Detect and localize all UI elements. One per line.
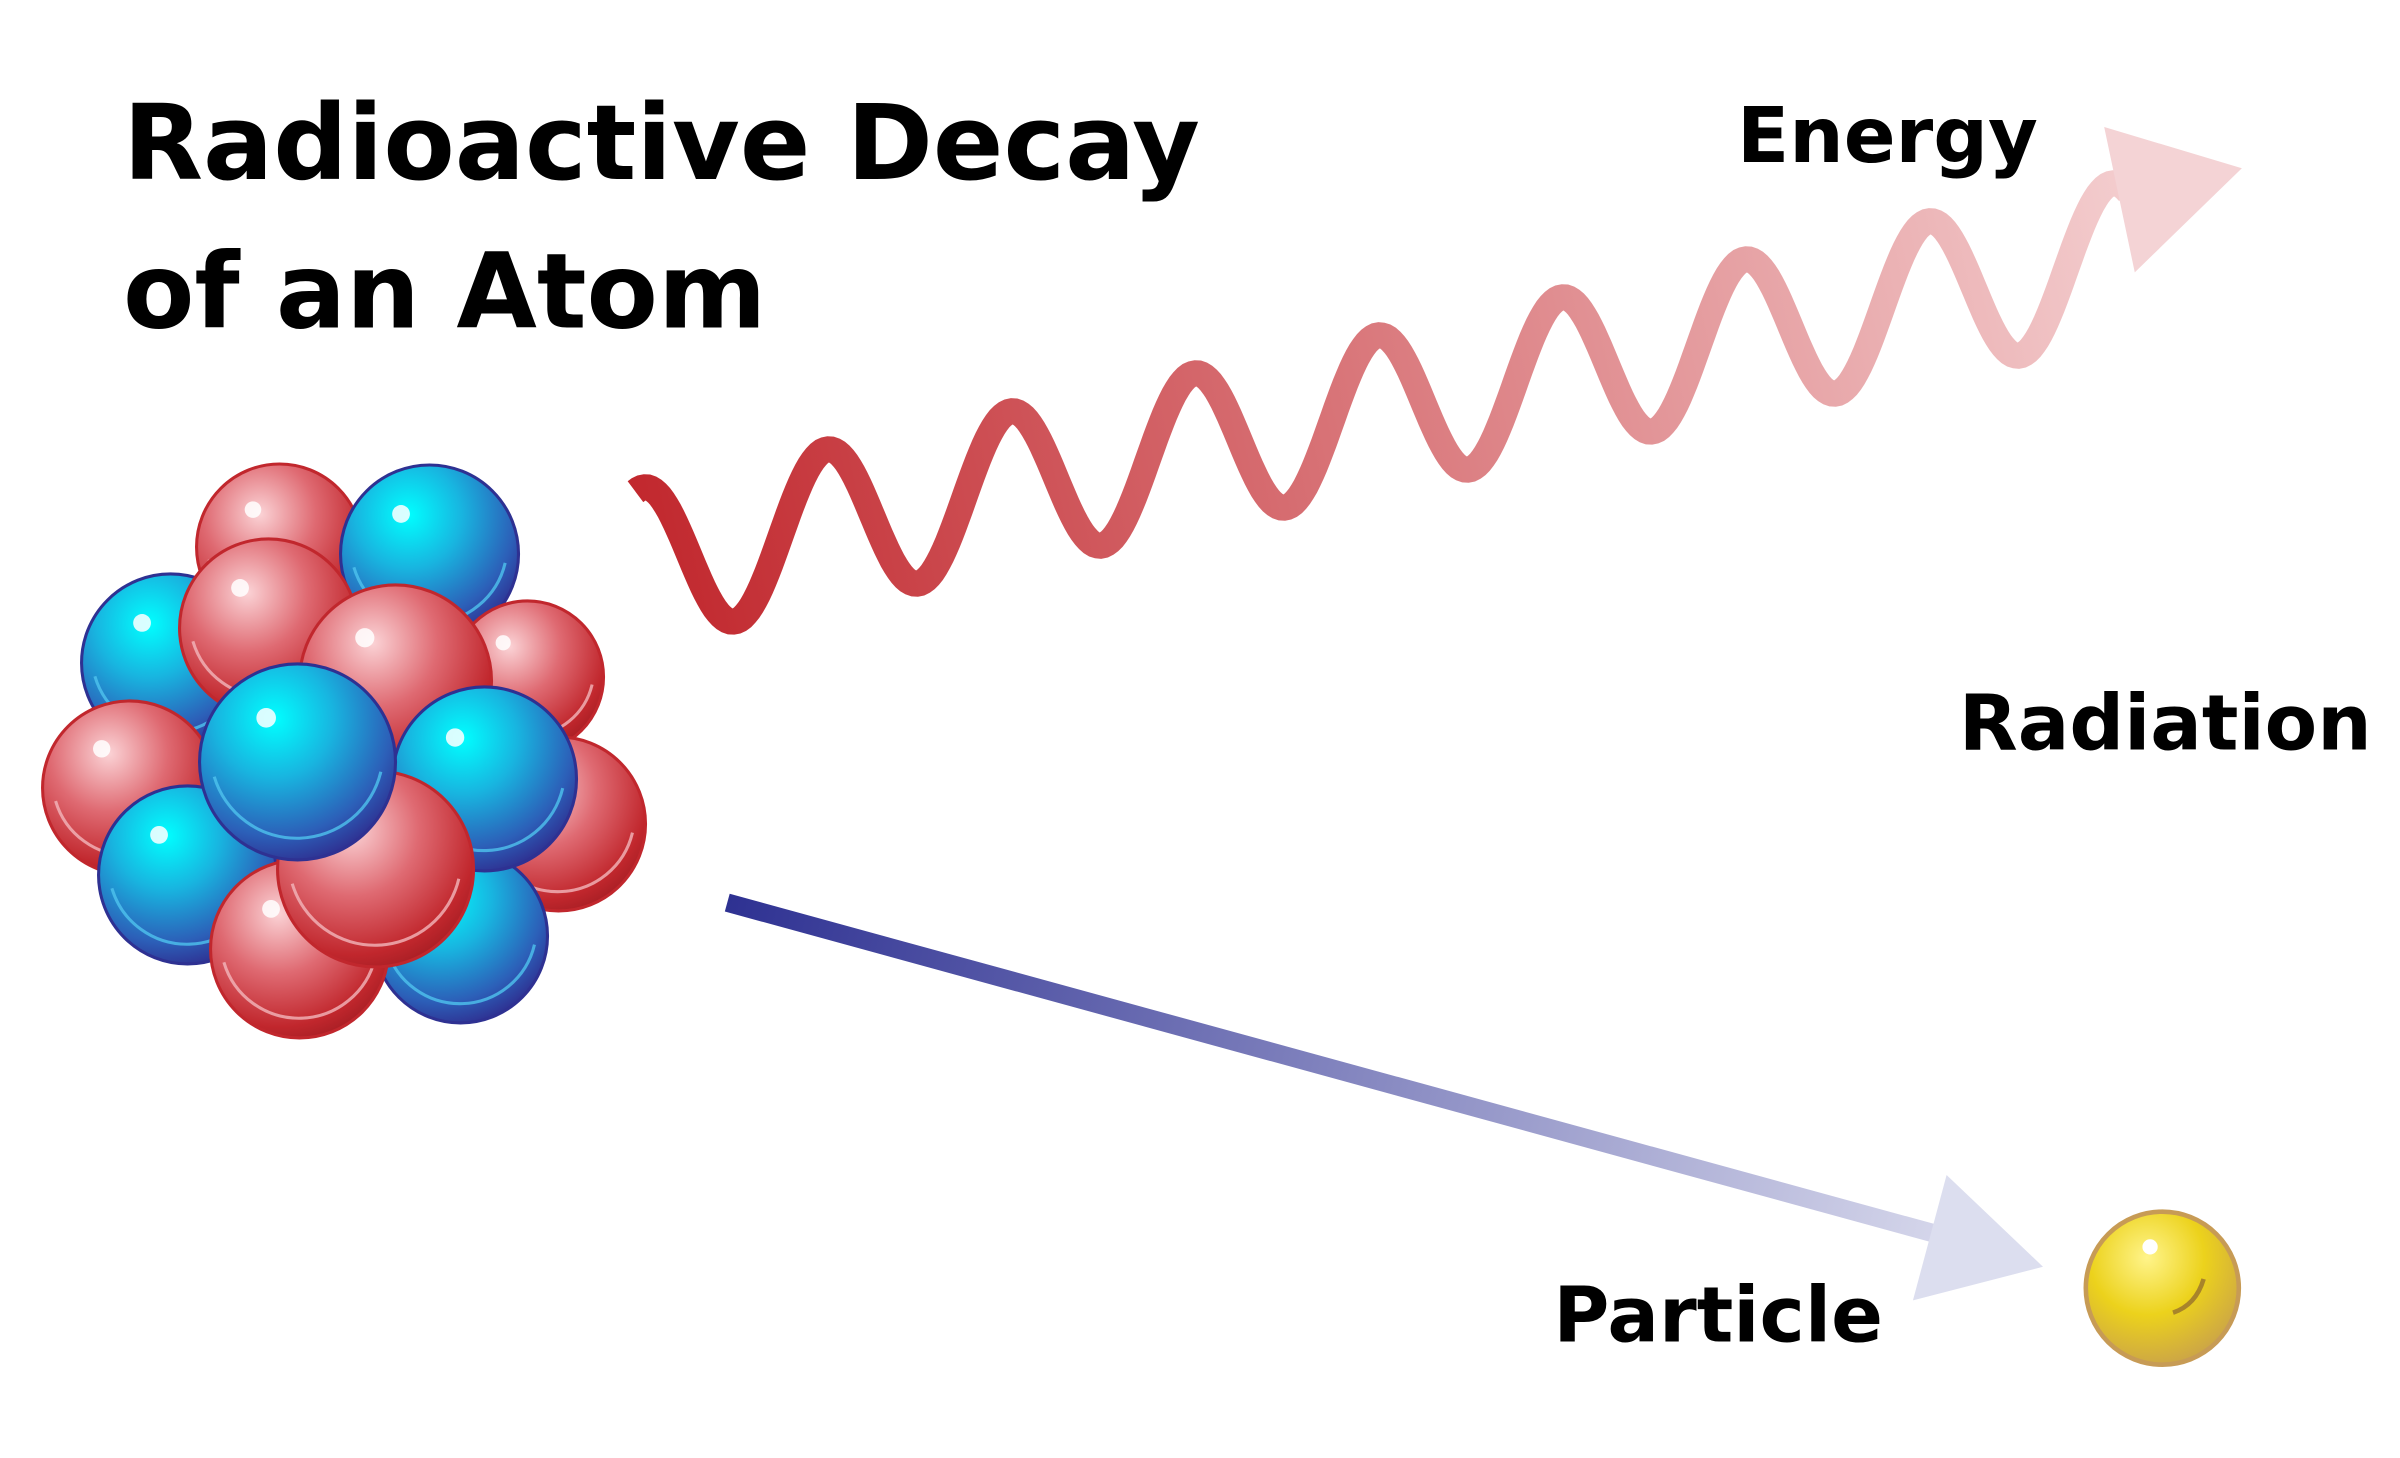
title-line-1: Radioactive Decay (123, 82, 1200, 204)
particle-arrowhead (1912, 1174, 2043, 1301)
wavy-arrow-icon (627, 170, 2139, 635)
energy-arrowhead (2104, 126, 2242, 273)
energy-label: Energy (1737, 92, 2038, 181)
nucleus-cluster-icon (41, 462, 648, 1040)
neutron-sphere (198, 662, 398, 862)
radiation-label: Radiation (1959, 680, 2372, 769)
particle-label: Particle (1553, 1272, 1883, 1361)
title-line-2: of an Atom (123, 230, 766, 352)
particle-path-arrow (724, 893, 2043, 1301)
energy-wave-arrow (627, 126, 2242, 635)
straight-arrow-icon (724, 893, 1969, 1252)
particle-sphere-icon (2083, 1209, 2242, 1367)
